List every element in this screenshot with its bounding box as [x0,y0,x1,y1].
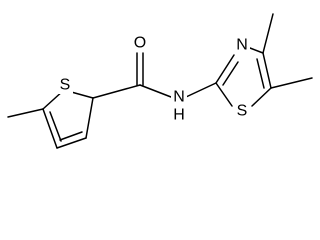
molecule-structure: O S N S N H [7,13,313,149]
structure-canvas: O S N S N H [7,13,313,149]
bond-thiazole-c2-n3 [215,54,235,84]
bond-thiophene-c4-c5 [42,108,58,149]
bond-thiazole-s1-c2 [215,82,233,107]
bond-thiazole-n3-c4 [249,47,264,54]
bond-thiazole-c4-c5 [262,52,272,89]
amide-hydrogen-label: H [173,107,185,124]
bond-amide-n-thiazole [185,82,217,98]
bond-thiazole-c2-n3-inner [222,61,239,86]
bond-methyl-thiazole-c4 [262,13,274,54]
bond-thiophene-c2-c3 [85,97,94,139]
bond-methyl-thiazole-c5 [270,77,313,89]
thiazole-nitrogen-label: N [236,37,248,54]
bond-methyl-thiophene [7,108,44,118]
oxygen-atom-label: O [134,35,146,52]
bond-thiophene-c3-c4-inner [59,131,83,141]
bond-carbonyl-amide-n [139,84,172,98]
amide-nitrogen-label: N [173,89,185,106]
bond-thiophene-carbonyl [92,84,141,99]
bond-thiazole-c4-c5-inner [256,58,265,89]
bond-thiazole-c5-s1 [251,87,272,107]
bond-thiophene-c4-c5-inner [49,111,62,142]
bond-thiophene-c3-c4 [56,137,87,149]
thiophene-sulfur-label: S [60,77,71,94]
thiazole-sulfur-label: S [237,103,248,120]
